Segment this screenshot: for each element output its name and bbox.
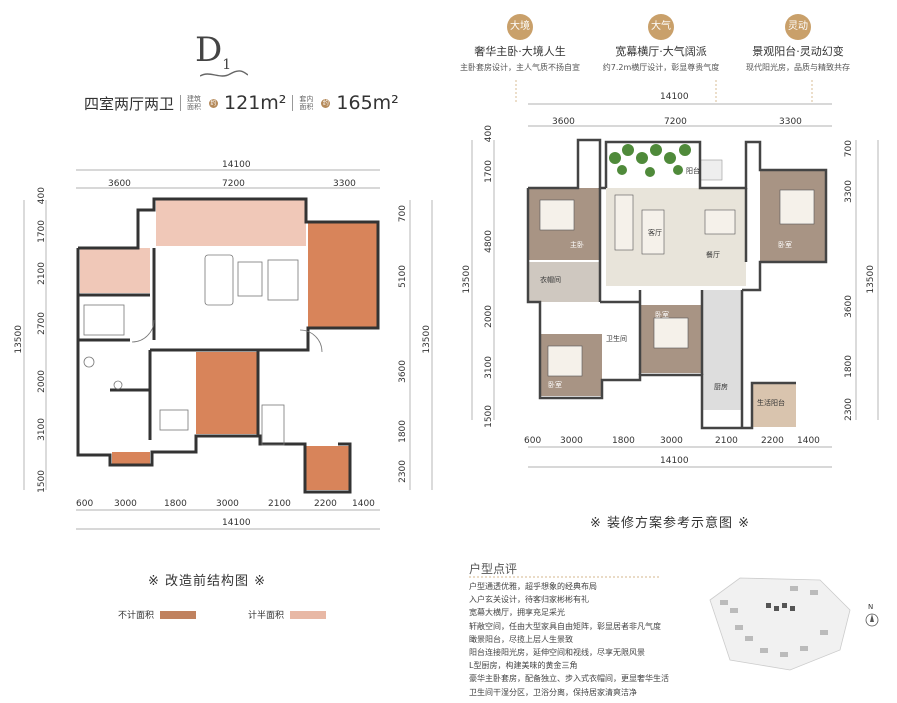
legend-not-counted: 不计面积 [118,608,197,621]
dim-top: 3300 [779,117,802,127]
legend-swatch [160,610,197,619]
not-counted-area [308,222,378,327]
review-item: 卫生间干湿分区，卫浴分离，保持居家清爽洁净 [469,687,637,697]
about-icon: 约 [321,98,331,108]
built-area: 121m² [224,92,287,114]
dim-top: 7200 [222,179,245,189]
legend-label: 不计面积 [118,611,155,621]
feature-desc: 约7.2m横厅设计，彰显尊贵气度 [602,63,720,72]
divider [180,95,182,111]
north-label: N [868,603,874,611]
dim-bottom-total: 14100 [660,456,689,466]
feature-badge: 大境 [507,14,533,40]
feature-title: 景观阳台·灵动幻变 [752,45,844,58]
room-label: 客厅 [648,229,662,237]
type-line: 四室两厅两卫 建筑面积 约 121m² 套内面积 约 165m² [84,92,399,114]
dim-bottom: 3000 [216,499,239,509]
dim-top: 3300 [333,179,356,189]
room-label: 卫生间 [606,335,627,343]
review-item: 瞰景阳台，尽揽上层人生景致 [469,634,573,644]
inner-area: 165m² [336,92,399,114]
dim-top: 3600 [108,179,131,189]
dim-bottom: 3000 [114,499,137,509]
review-item: 阳台连接阳光房，延伸空间和视线，尽享无限风景 [469,648,645,658]
feature-item: 大气 宽幕横厅·大气阔派 约7.2m横厅设计，彰显尊贵气度 [596,14,726,73]
review-item: 轩敞空间，任由大型家具自由矩阵，彰显居者非凡气度 [469,621,661,631]
feature-title: 宽幕横厅·大气阔派 [615,45,707,58]
legend-half-counted: 计半面积 [248,608,327,621]
left-caption: ※ 改造前结构图 ※ [148,574,267,589]
plan-title: D1 [195,30,231,73]
kitchen-floor [702,290,742,410]
feature-badge: 大气 [648,14,674,40]
dim-bottom: 2200 [761,436,784,446]
room-label: 卧室 [778,241,792,249]
room-label: 衣帽间 [540,276,561,284]
dim-bottom: 600 [76,499,94,509]
feature-item: 灵动 景观阳台·灵动幻变 现代阳光房，品质与精致共存 [733,14,863,73]
balcony-area [80,248,150,293]
dim-bottom: 2100 [268,499,291,509]
dim-bottom: 600 [524,436,542,446]
dim-bottom: 2100 [715,436,738,446]
dim-bottom: 3000 [660,436,683,446]
legend-label: 计半面积 [248,611,285,621]
review-item: 豪华主卧套房，配备独立、步入式衣帽间，更显奢华生活 [469,674,669,684]
closet-floor [528,262,600,302]
review-item: L型厨房，构建美味的黄金三角 [469,661,578,671]
dim-bottom: 2200 [314,499,337,509]
balcony-area [156,199,306,246]
not-counted-area [305,446,349,490]
review-title: 户型点评 [469,562,518,576]
swoosh-ornament [200,70,248,77]
dim-top-total: 14100 [660,92,689,102]
divider [292,95,294,111]
dim-bottom: 3000 [560,436,583,446]
not-counted-area [112,452,150,464]
dim-top: 7200 [664,117,687,127]
dim-top-total: 14100 [222,160,251,170]
about-icon: 约 [209,98,219,108]
dim-bottom: 1800 [164,499,187,509]
review-item: 宽幕大横厅，拥享充足采光 [469,608,565,618]
feature-badge: 灵动 [785,14,811,40]
service-balcony-floor [752,383,796,427]
feature-desc: 主卧套房设计，主人气质不扬自宣 [460,63,580,72]
review-list: 户型通透优雅，超乎想象的经典布局 入户玄关设计，待客归家彬彬有礼 宽幕大横厅，拥… [469,580,669,699]
site-map [709,577,879,671]
room-label: 生活阳台 [757,399,785,407]
feature-item: 大境 奢华主卧·大境人生 主卧套房设计，主人气质不扬自宣 [455,14,585,73]
right-caption: ※ 装修方案参考示意图 ※ [590,516,751,531]
feature-title: 奢华主卧·大境人生 [474,45,566,58]
review-item: 入户玄关设计，待客归家彬彬有礼 [469,595,589,605]
dim-top: 3600 [552,117,575,127]
dim-bottom: 1400 [352,499,375,509]
review-item: 户型通透优雅，超乎想象的经典布局 [469,582,597,591]
room-label: 卧室 [548,381,562,389]
layout-text: 四室两厅两卫 [84,94,175,113]
not-counted-area [196,352,258,434]
room-label: 厨房 [714,383,728,391]
dim-bottom-total: 14100 [222,518,251,528]
room-label: 卧室 [655,311,669,319]
legend-swatch [290,610,327,619]
inner-area-label: 套内面积 [299,95,314,111]
room-label: 餐厅 [706,251,720,259]
feature-desc: 现代阳光房，品质与精致共存 [746,63,850,72]
room-label: 主卧 [570,241,584,249]
plan-code-sub: 1 [222,56,232,73]
room-label: 阳台 [686,167,700,175]
built-area-label: 建筑面积 [187,95,202,111]
dim-bottom: 1400 [797,436,820,446]
dim-bottom: 1800 [612,436,635,446]
plan-code: D [195,30,223,70]
